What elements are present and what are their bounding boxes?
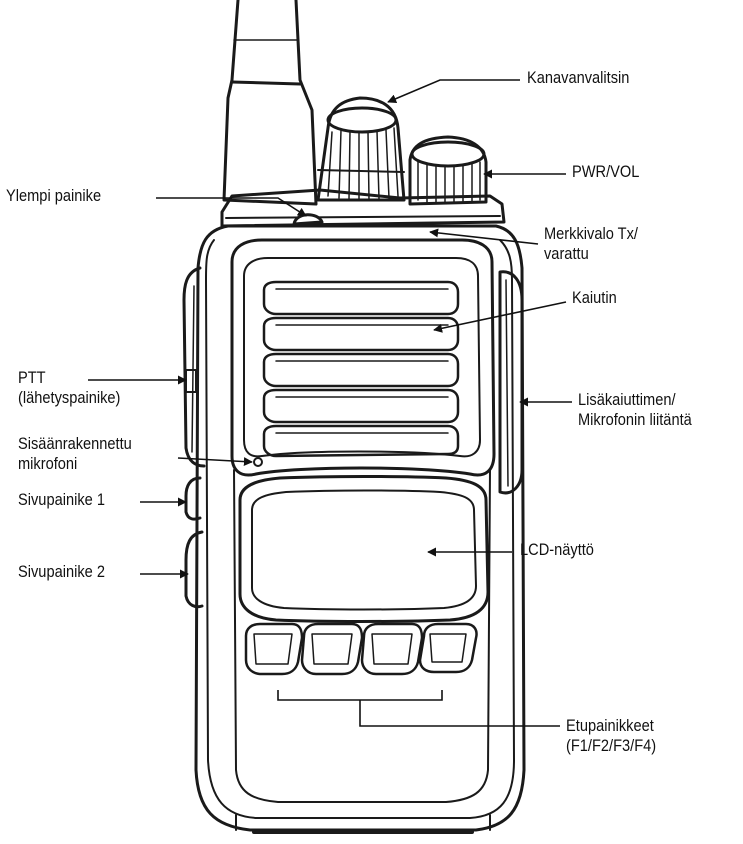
- radio-body: [194, 224, 526, 834]
- leader-lines: [88, 79, 572, 727]
- label-built-in-mic: Sisäänrakennettu mikrofoni: [18, 434, 132, 473]
- label-top-button: Ylempi painike: [6, 186, 102, 205]
- top-plate: [220, 188, 506, 228]
- volume-knob: [408, 135, 488, 206]
- leader-indicator: [429, 228, 539, 245]
- leader-speaker: [433, 301, 567, 333]
- label-pwr-vol: PWR/VOL: [572, 162, 640, 181]
- label-speaker: Kaiutin: [572, 288, 617, 307]
- speaker-slots: [262, 280, 460, 458]
- label-side-button-1: Sivupainike 1: [18, 490, 105, 509]
- lcd-display: [238, 475, 490, 623]
- leader-mic: [177, 457, 253, 467]
- leader-channel-selector: [387, 79, 520, 103]
- label-side-button-2: Sivupainike 2: [18, 562, 105, 581]
- label-indicator-light: Merkkivalo Tx/ varattu: [544, 224, 638, 263]
- front-buttons: [244, 622, 478, 676]
- lower-frame: [233, 469, 491, 803]
- label-channel-selector: Kanavanvalitsin: [527, 68, 630, 87]
- speaker-grille-frame: [230, 238, 496, 477]
- label-front-buttons: Etupainikkeet (F1/F2/F3/F4): [566, 716, 657, 755]
- channel-knob: [316, 96, 406, 202]
- label-ptt: PTT (lähetyspainike): [18, 368, 121, 407]
- label-lcd-display: LCD-näyttö: [520, 540, 594, 559]
- ptt-panel: [182, 266, 206, 468]
- label-accessory-jack: Lisäkaiuttimen/ Mikrofonin liitäntä: [578, 390, 692, 429]
- antenna: [222, 0, 318, 206]
- top-button: [292, 213, 324, 226]
- leader-front-buttons: [277, 690, 560, 727]
- leader-top-button: [156, 197, 307, 217]
- mic-hole: [253, 457, 263, 467]
